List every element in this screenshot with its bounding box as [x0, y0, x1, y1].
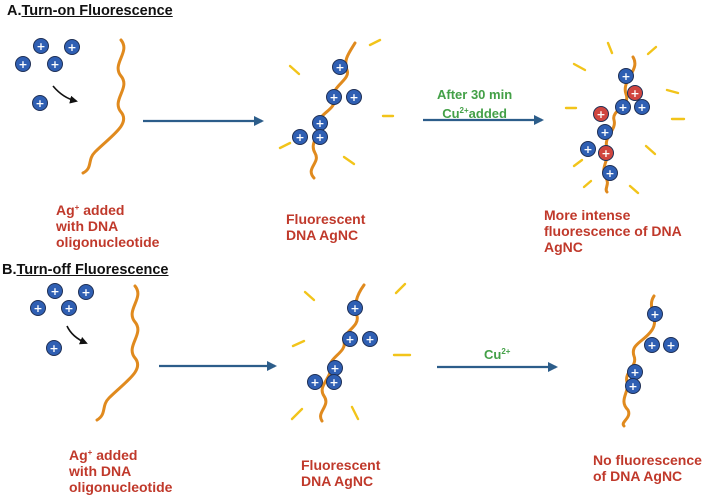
svg-text:+: + — [345, 333, 354, 346]
label-b-ag-added: Ag+ added with DNA oligonucleotide — [69, 447, 173, 495]
silver-ion-ion-b1-5: + — [46, 340, 62, 356]
ion-layer: ++++++++++++++++++++++++++++++++++++ — [15, 38, 679, 394]
svg-text:+: + — [329, 91, 338, 104]
silver-ion-ion-b2-5: + — [307, 374, 323, 390]
silver-ion-ion-b3-5: + — [625, 378, 641, 394]
silver-ion-ion-a3-3: + — [615, 99, 631, 115]
svg-text:+: + — [628, 380, 637, 393]
svg-text:+: + — [630, 366, 639, 379]
svg-text:+: + — [621, 70, 630, 83]
silver-ion-ion-a1-2: + — [64, 39, 80, 55]
silver-ion-ion-a2-3: + — [346, 89, 362, 105]
silver-ion-ion-a3-6: + — [597, 124, 613, 140]
binding-arrow-b — [66, 325, 88, 345]
glow-rays-a3 — [564, 41, 686, 195]
glow-rays — [278, 38, 686, 421]
silver-ion-ion-b3-2: + — [644, 337, 660, 353]
silver-ion-ion-a3-9: + — [602, 165, 618, 181]
svg-text:+: + — [81, 286, 90, 299]
silver-ion-ion-a2-2: + — [326, 89, 342, 105]
silver-ion-ion-a3-4: + — [634, 99, 650, 115]
silver-ion-ion-a2-1: + — [332, 59, 348, 75]
label-b-fluorescent: Fluorescent DNA AgNC — [301, 457, 381, 489]
glow-rays-a2 — [278, 38, 395, 166]
silver-ion-ion-b2-6: + — [326, 374, 342, 390]
silver-ion-ion-a1-5: + — [32, 95, 48, 111]
silver-ion-ion-a1-3: + — [15, 56, 31, 72]
svg-text:+: + — [596, 108, 605, 121]
silver-ion-ion-a1-1: + — [33, 38, 49, 54]
silver-ion-ion-b1-1: + — [47, 283, 63, 299]
silver-ion-ion-a3-7: + — [580, 141, 596, 157]
silver-ion-ion-a3-1: + — [618, 68, 634, 84]
process-arrows — [143, 115, 558, 372]
svg-text:+: + — [49, 342, 58, 355]
svg-text:+: + — [67, 41, 76, 54]
svg-text:+: + — [36, 40, 45, 53]
svg-text:+: + — [583, 143, 592, 156]
silver-ion-ion-a2-6: + — [312, 129, 328, 145]
svg-text:+: + — [647, 339, 656, 352]
svg-text:+: + — [605, 167, 614, 180]
silver-ion-ion-b3-3: + — [663, 337, 679, 353]
svg-text:+: + — [50, 285, 59, 298]
silver-ion-ion-b1-2: + — [78, 284, 94, 300]
section-b-title: B.Turn-off Fluorescence — [2, 262, 169, 278]
svg-text:+: + — [650, 308, 659, 321]
svg-text:+: + — [315, 131, 324, 144]
dna-strand-b1 — [95, 284, 140, 422]
copper-ion-ion-a3-2: + — [627, 85, 643, 101]
silver-ion-ion-b3-1: + — [647, 306, 663, 322]
silver-ion-ion-b2-2: + — [342, 331, 358, 347]
svg-text:+: + — [33, 302, 42, 315]
svg-text:+: + — [64, 302, 73, 315]
label-a-fluorescent: Fluorescent DNA AgNC — [286, 211, 366, 243]
silver-ion-ion-b2-3: + — [362, 331, 378, 347]
svg-text:+: + — [618, 101, 627, 114]
svg-text:+: + — [335, 61, 344, 74]
silver-ion-ion-a2-5: + — [292, 129, 308, 145]
svg-text:+: + — [330, 362, 339, 375]
silver-ion-ion-a2-4: + — [312, 115, 328, 131]
svg-text:+: + — [350, 302, 359, 315]
svg-text:+: + — [50, 58, 59, 71]
svg-text:+: + — [630, 87, 639, 100]
silver-ion-ion-b1-3: + — [30, 300, 46, 316]
silver-ion-ion-b2-1: + — [347, 300, 363, 316]
copper-ion-ion-a3-5: + — [593, 106, 609, 122]
svg-text:+: + — [600, 126, 609, 139]
label-a-more-intense: More intense fluorescence of DNA AgNC — [544, 207, 682, 255]
svg-text:+: + — [601, 147, 610, 160]
svg-text:+: + — [637, 101, 646, 114]
svg-text:+: + — [349, 91, 358, 104]
silver-ion-ion-b2-4: + — [327, 360, 343, 376]
glow-rays-b2 — [290, 282, 412, 421]
copper-ion-ion-a3-8: + — [598, 145, 614, 161]
svg-text:+: + — [666, 339, 675, 352]
svg-text:+: + — [310, 376, 319, 389]
label-b-no-fluorescence: No fluorescence of DNA AgNC — [593, 452, 702, 484]
binding-arrow-a — [52, 85, 78, 104]
svg-text:+: + — [18, 58, 27, 71]
svg-text:+: + — [365, 333, 374, 346]
svg-text:+: + — [295, 131, 304, 144]
silver-ion-ion-a1-4: + — [47, 56, 63, 72]
label-b-cu-added: Cu2+ — [484, 347, 511, 362]
dna-strand-a1 — [81, 38, 126, 175]
label-a-after-30-min: After 30 min Cu2+added — [437, 87, 513, 121]
silver-ion-ion-b1-4: + — [61, 300, 77, 316]
label-a-ag-added: Ag+ added with DNA oligonucleotide — [56, 202, 160, 250]
section-a-title: A.Turn-on Fluorescence — [7, 3, 173, 19]
svg-text:+: + — [315, 117, 324, 130]
svg-text:+: + — [35, 97, 44, 110]
svg-text:+: + — [329, 376, 338, 389]
silver-ion-ion-b3-4: + — [627, 364, 643, 380]
